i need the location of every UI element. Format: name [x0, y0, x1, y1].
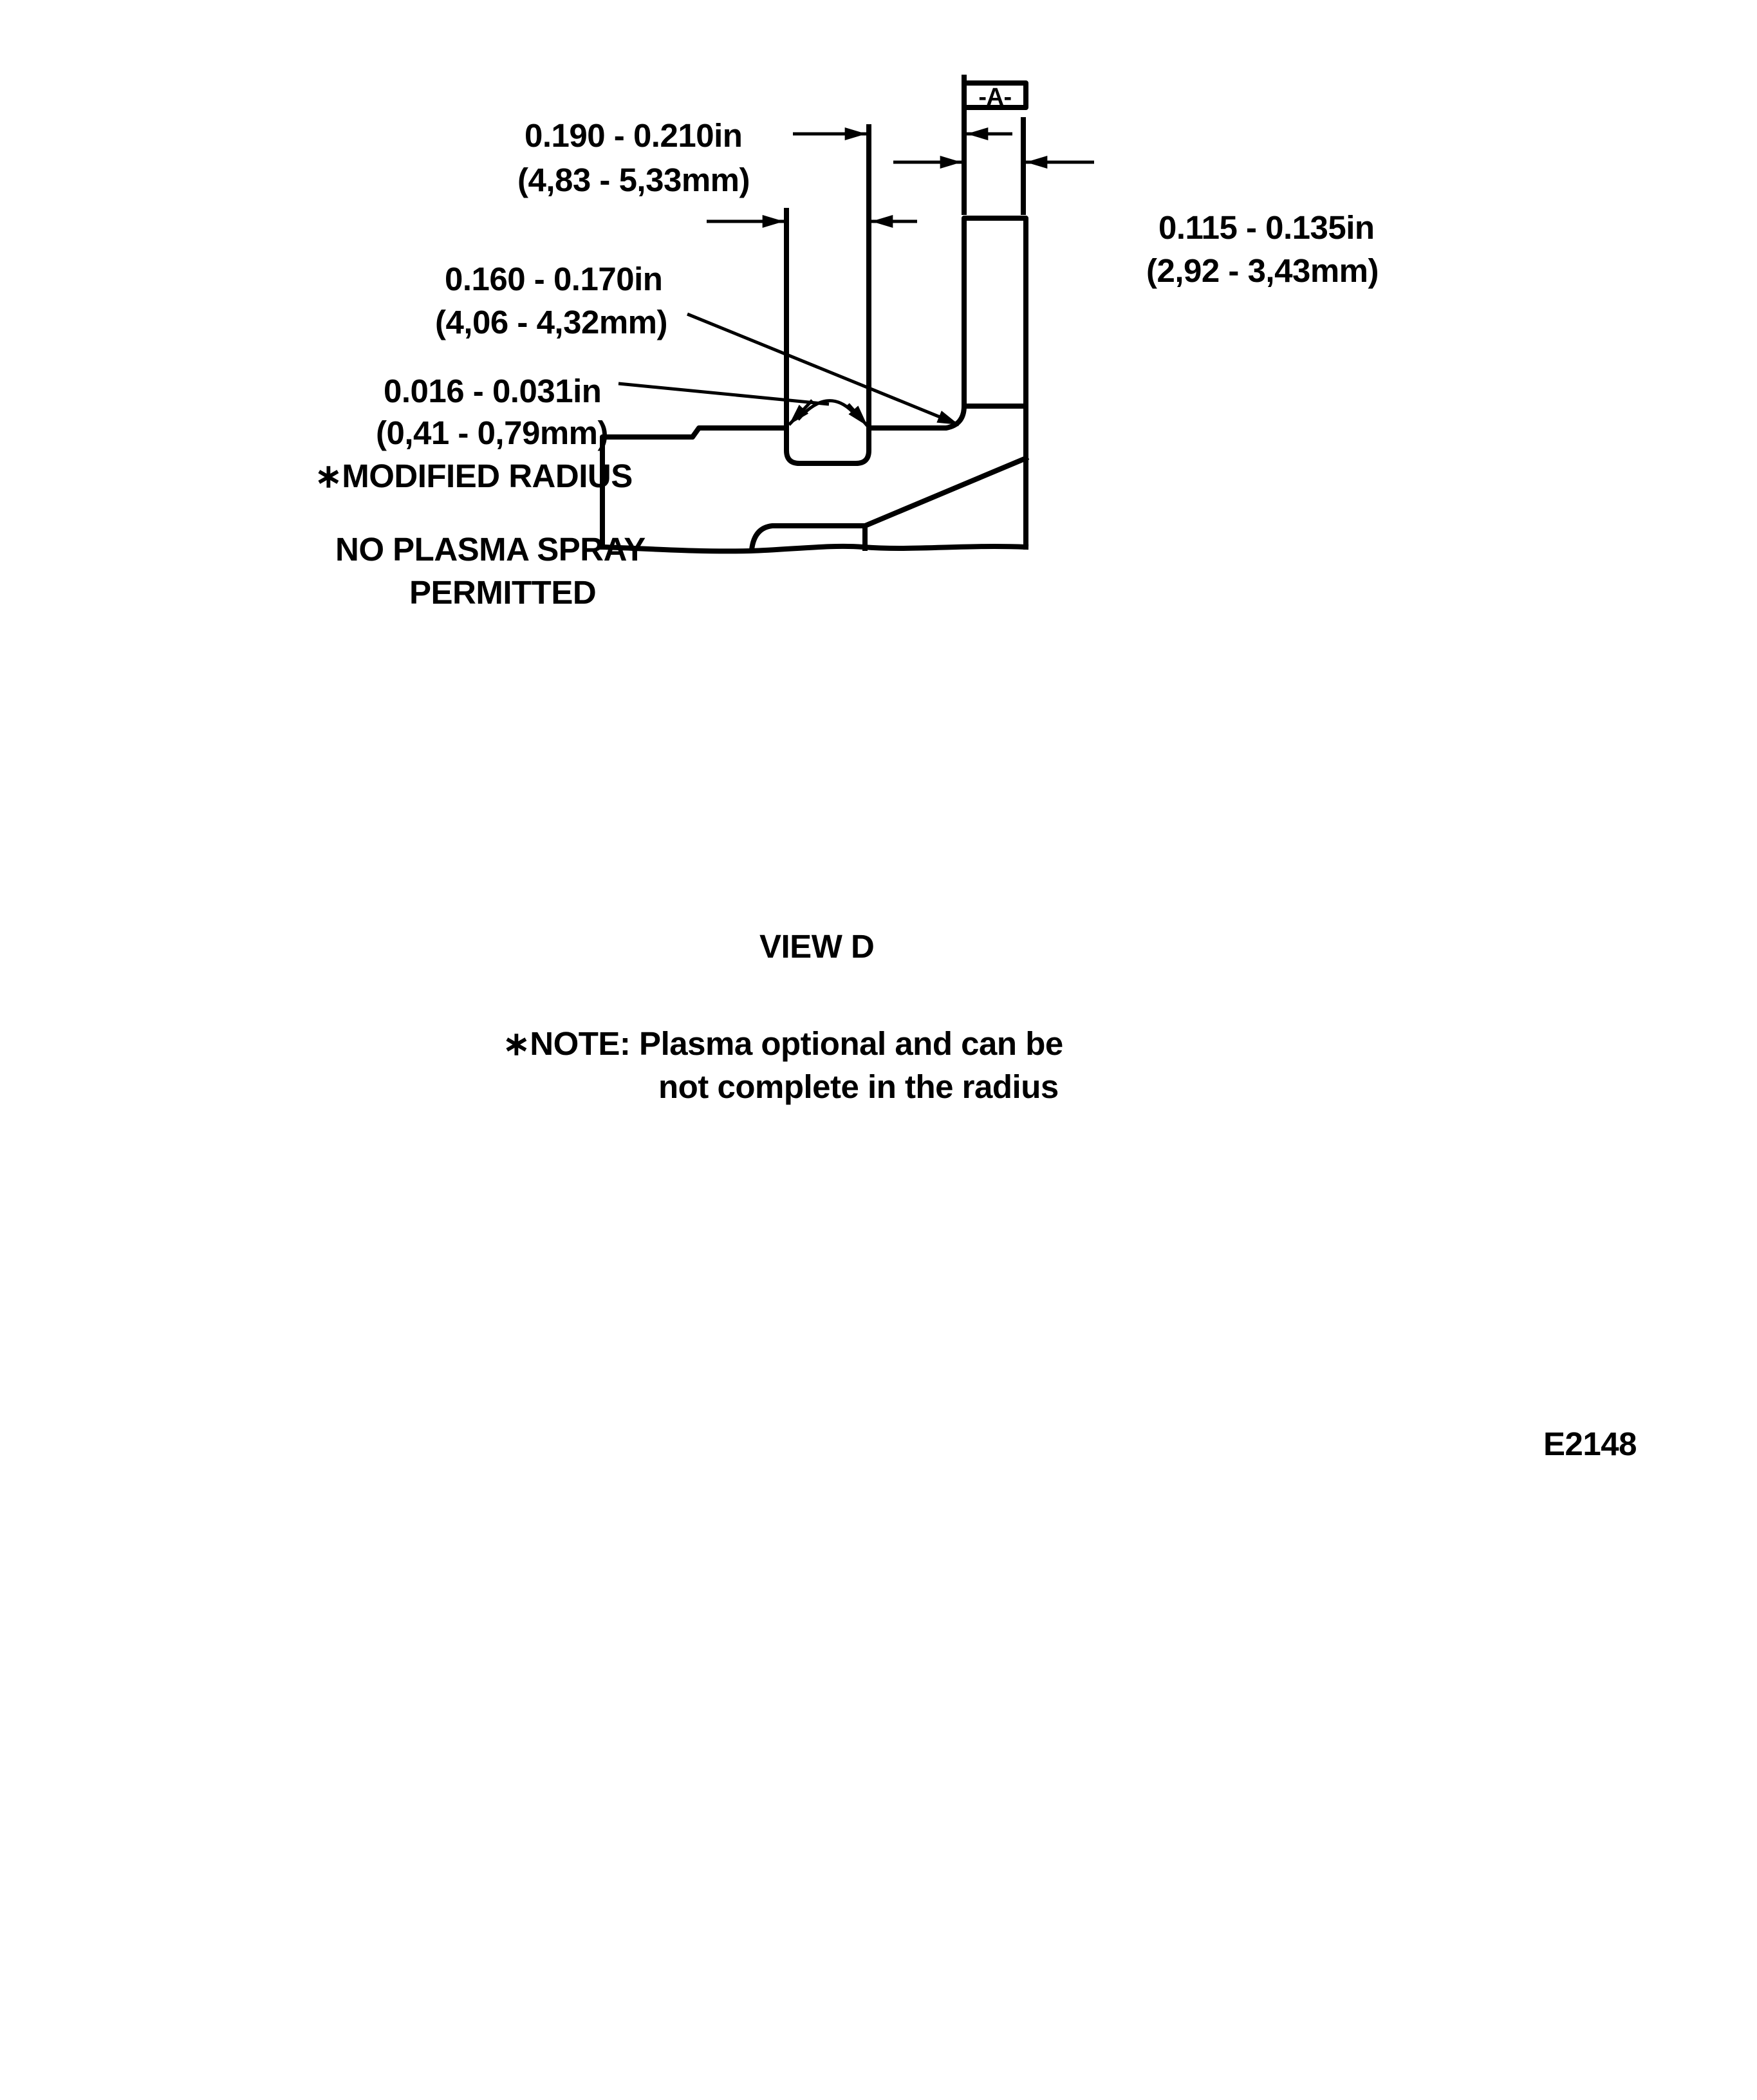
- radius-in: 0.016 - 0.031in: [384, 373, 601, 409]
- note-line-2: not complete in the radius: [658, 1068, 1059, 1105]
- no-plasma-label-2: PERMITTED: [409, 574, 596, 611]
- modified-radius-label: ∗MODIFIED RADIUS: [315, 458, 633, 494]
- note-line-1: ∗NOTE: Plasma optional and can be: [503, 1025, 1063, 1062]
- slot-width-in: 0.190 - 0.210in: [525, 117, 742, 154]
- datum-a-box: -A-: [962, 80, 1028, 111]
- flange-width-mm: (2,92 - 3,43mm): [1146, 252, 1379, 289]
- figure-id: E2148: [1543, 1426, 1637, 1462]
- dimension-arrows: [618, 127, 1094, 427]
- flange-width-in: 0.115 - 0.135in: [1158, 209, 1375, 246]
- no-plasma-label-1: NO PLASMA SPRAY: [335, 531, 646, 568]
- view-label: VIEW D: [759, 928, 874, 965]
- fin-width-mm: (4,06 - 4,32mm): [435, 304, 667, 340]
- part-outline: [599, 124, 1030, 554]
- fin-width-in: 0.160 - 0.170in: [445, 261, 662, 297]
- radius-mm: (0,41 - 0,79mm): [376, 414, 608, 451]
- slot-width-mm: (4,83 - 5,33mm): [517, 162, 750, 198]
- datum-a-label: -A-: [978, 84, 1011, 111]
